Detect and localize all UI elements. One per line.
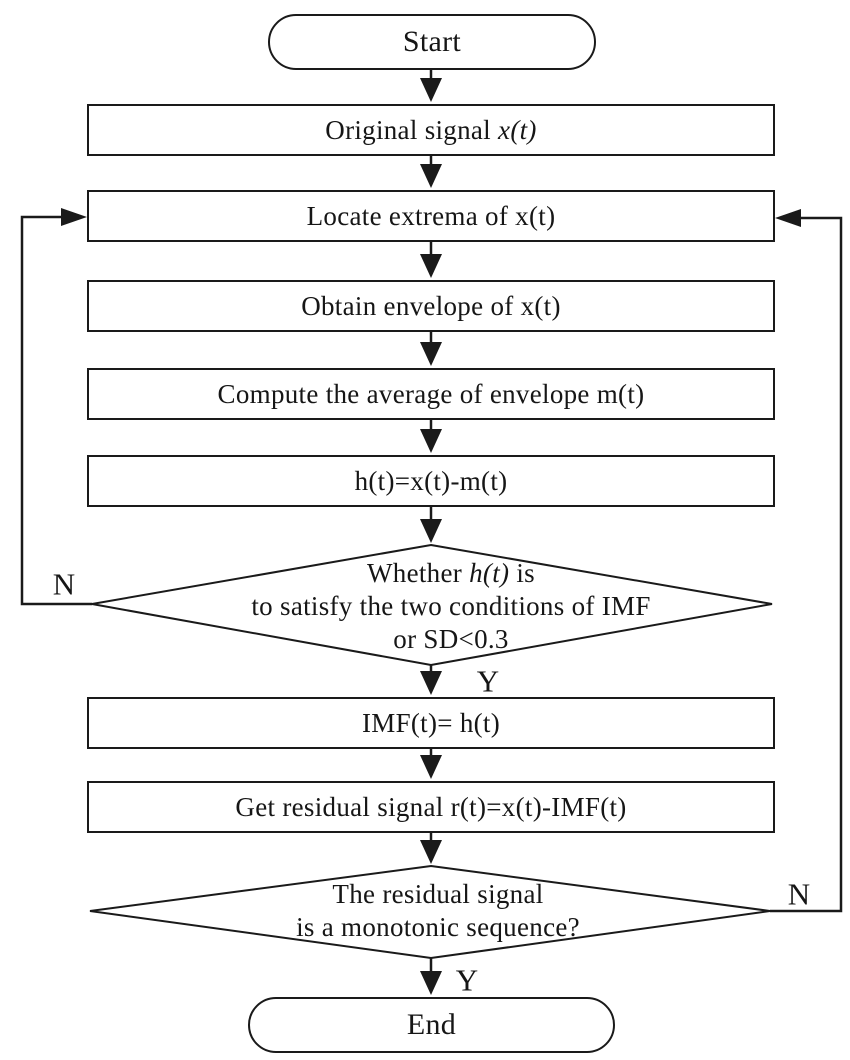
start-label: Start — [402, 25, 462, 58]
start-terminator: Start — [268, 14, 596, 70]
decision-imf-line2: to satisfy the two conditions of IMF — [251, 591, 651, 621]
no-loop-right — [770, 209, 843, 913]
arrow-start-to-original — [420, 69, 442, 102]
end-terminator: End — [248, 997, 615, 1053]
process-assign-imf: IMF(t)= h(t) — [87, 697, 775, 749]
decision-monotonic-line1: The residual signal — [332, 879, 544, 909]
decision-imf-line3: or SD<0.3 — [393, 624, 509, 654]
yes-label-decision-monotonic: Y — [455, 962, 479, 998]
arrow-decision1-to-imf — [420, 665, 442, 695]
arrow-sift-to-decision1 — [420, 507, 442, 543]
decision-monotonic-text: The residual signal is a monotonic seque… — [158, 878, 718, 944]
no-loop-right-arrowhead — [775, 209, 801, 227]
no-loop-left — [20, 208, 92, 606]
decision-imf-line1: Whether h(t) is — [367, 558, 535, 588]
no-label-decision-monotonic: N — [787, 876, 811, 912]
arrow-average-to-sift — [420, 420, 442, 453]
original-signal-label: Original signal x(t) — [325, 114, 537, 145]
arrow-original-to-locate — [420, 156, 442, 188]
process-sift: h(t)=x(t)-m(t) — [87, 455, 775, 507]
process-obtain-envelope: Obtain envelope of x(t) — [87, 280, 775, 332]
yes-label-decision-imf: Y — [476, 663, 500, 699]
decision-imf-diamond — [91, 543, 773, 667]
decision-imf-text: Whether h(t) is to satisfy the two condi… — [171, 557, 731, 656]
no-loop-left-arrowhead — [61, 208, 87, 226]
arrow-imf-to-residual — [420, 749, 442, 779]
decision-monotonic-line2: is a monotonic sequence? — [296, 912, 580, 942]
process-original-signal: Original signal x(t) — [87, 104, 775, 156]
process-locate-extrema: Locate extrema of x(t) — [87, 190, 775, 242]
arrow-locate-to-envelope — [420, 242, 442, 278]
end-label: End — [406, 1008, 457, 1041]
locate-extrema-label: Locate extrema of x(t) — [306, 200, 556, 231]
compute-average-label: Compute the average of envelope m(t) — [217, 378, 645, 409]
arrow-residual-to-decision2 — [420, 833, 442, 864]
obtain-envelope-label: Obtain envelope of x(t) — [301, 290, 561, 321]
arrow-envelope-to-average — [420, 332, 442, 366]
assign-imf-label: IMF(t)= h(t) — [361, 707, 501, 738]
residual-label: Get residual signal r(t)=x(t)-IMF(t) — [235, 791, 627, 822]
process-compute-average: Compute the average of envelope m(t) — [87, 368, 775, 420]
decision-monotonic-diamond — [89, 864, 771, 960]
no-label-decision-imf: N — [52, 566, 76, 602]
sift-label: h(t)=x(t)-m(t) — [354, 465, 508, 496]
process-residual: Get residual signal r(t)=x(t)-IMF(t) — [87, 781, 775, 833]
arrow-decision2-to-end — [420, 958, 442, 995]
